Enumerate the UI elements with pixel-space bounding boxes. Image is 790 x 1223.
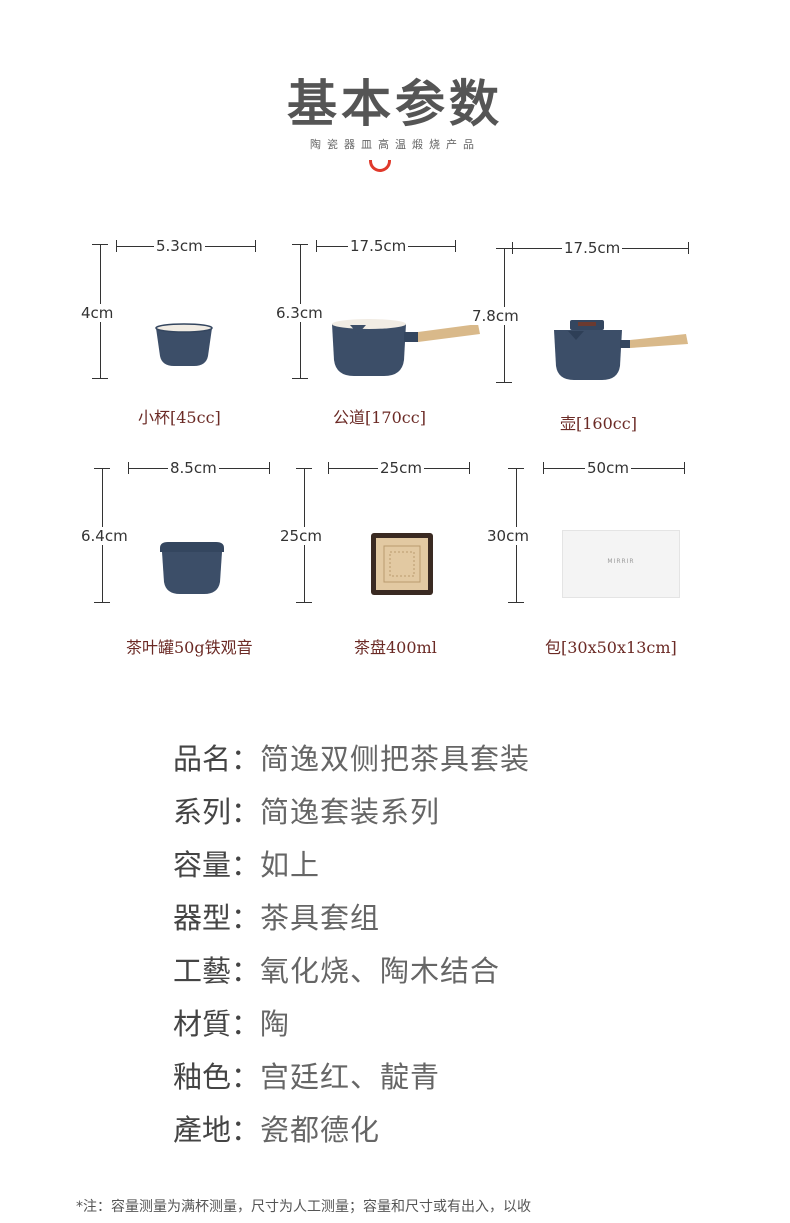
height-tick-bottom — [292, 378, 308, 379]
spec-row: 工藝：氧化烧、陶木结合 — [173, 948, 530, 1001]
spec-row: 容量：如上 — [173, 842, 530, 895]
tea-tray-illustration — [371, 533, 433, 595]
spec-key: 容量： — [173, 848, 261, 882]
caption: 包[30x50x13cm] — [545, 638, 677, 657]
height-tick-bottom — [94, 602, 110, 603]
gift-box-illustration: MIRRIR — [562, 530, 680, 598]
width-label: 17.5cm — [562, 239, 623, 257]
spec-key: 器型： — [173, 901, 261, 935]
height-label: 4cm — [79, 304, 116, 322]
height-tick-bottom — [508, 602, 524, 603]
tea-canister-illustration — [160, 542, 224, 594]
spec-value: 宫廷红、靛青 — [260, 1060, 441, 1094]
height-label: 6.3cm — [274, 304, 325, 322]
height-tick-bottom — [496, 382, 512, 383]
teapot-illustration — [554, 320, 688, 380]
width-label: 8.5cm — [168, 459, 219, 477]
spec-value: 瓷都德化 — [260, 1113, 381, 1147]
page-subtitle: 陶瓷器皿高温煅烧产品 — [310, 138, 480, 151]
spec-value: 简逸双侧把茶具套装 — [260, 742, 531, 776]
width-tick-right — [455, 240, 456, 252]
caption: 公道[170cc] — [333, 408, 426, 427]
spec-key: 工藝： — [173, 954, 261, 988]
decorative-smile-mark — [369, 160, 391, 172]
spec-row: 品名：简逸双侧把茶具套装 — [173, 736, 530, 789]
width-label: 17.5cm — [348, 237, 409, 255]
spec-value: 简逸套装系列 — [260, 795, 441, 829]
height-label: 25cm — [278, 527, 324, 545]
spec-value: 氧化烧、陶木结合 — [260, 954, 501, 988]
width-tick-right — [688, 242, 689, 254]
pitcher-illustration — [332, 319, 480, 376]
gift-box-logo: MIRRIR — [607, 558, 635, 565]
spec-key: 品名： — [173, 742, 261, 776]
width-tick-right — [469, 462, 470, 474]
spec-list: 品名：简逸双侧把茶具套装 系列：简逸套装系列 容量：如上 器型：茶具套组 工藝：… — [173, 736, 530, 1160]
width-label: 5.3cm — [154, 237, 205, 255]
spec-row: 產地：瓷都德化 — [173, 1107, 530, 1160]
spec-key: 產地： — [173, 1113, 261, 1147]
height-label: 7.8cm — [470, 307, 521, 325]
height-label: 30cm — [485, 527, 531, 545]
spec-value: 如上 — [260, 848, 321, 882]
caption: 壶[160cc] — [560, 414, 637, 433]
caption: 小杯[45cc] — [138, 408, 221, 427]
footnote: *注：容量测量为满杯测量，尺寸为人工测量；容量和尺寸或有出入，以收 — [76, 1199, 531, 1215]
height-label: 6.4cm — [79, 527, 130, 545]
height-tick-bottom — [296, 602, 312, 603]
spec-row: 材質：陶 — [173, 1001, 530, 1054]
spec-value: 茶具套组 — [260, 901, 381, 935]
width-tick-right — [684, 462, 685, 474]
spec-row: 系列：简逸套装系列 — [173, 789, 530, 842]
small-cup-illustration — [155, 323, 213, 366]
caption: 茶叶罐50g铁观音 — [126, 638, 253, 657]
spec-key: 釉色： — [173, 1060, 261, 1094]
spec-value: 陶 — [260, 1007, 291, 1041]
width-tick-right — [269, 462, 270, 474]
page-title: 基本参数 — [287, 75, 503, 133]
spec-key: 材質： — [173, 1007, 261, 1041]
spec-key: 系列： — [173, 795, 261, 829]
height-tick-bottom — [92, 378, 108, 379]
spec-row: 釉色：宫廷红、靛青 — [173, 1054, 530, 1107]
width-label: 50cm — [585, 459, 631, 477]
width-label: 25cm — [378, 459, 424, 477]
spec-row: 器型：茶具套组 — [173, 895, 530, 948]
caption: 茶盘400ml — [354, 638, 437, 657]
width-tick-right — [255, 240, 256, 252]
